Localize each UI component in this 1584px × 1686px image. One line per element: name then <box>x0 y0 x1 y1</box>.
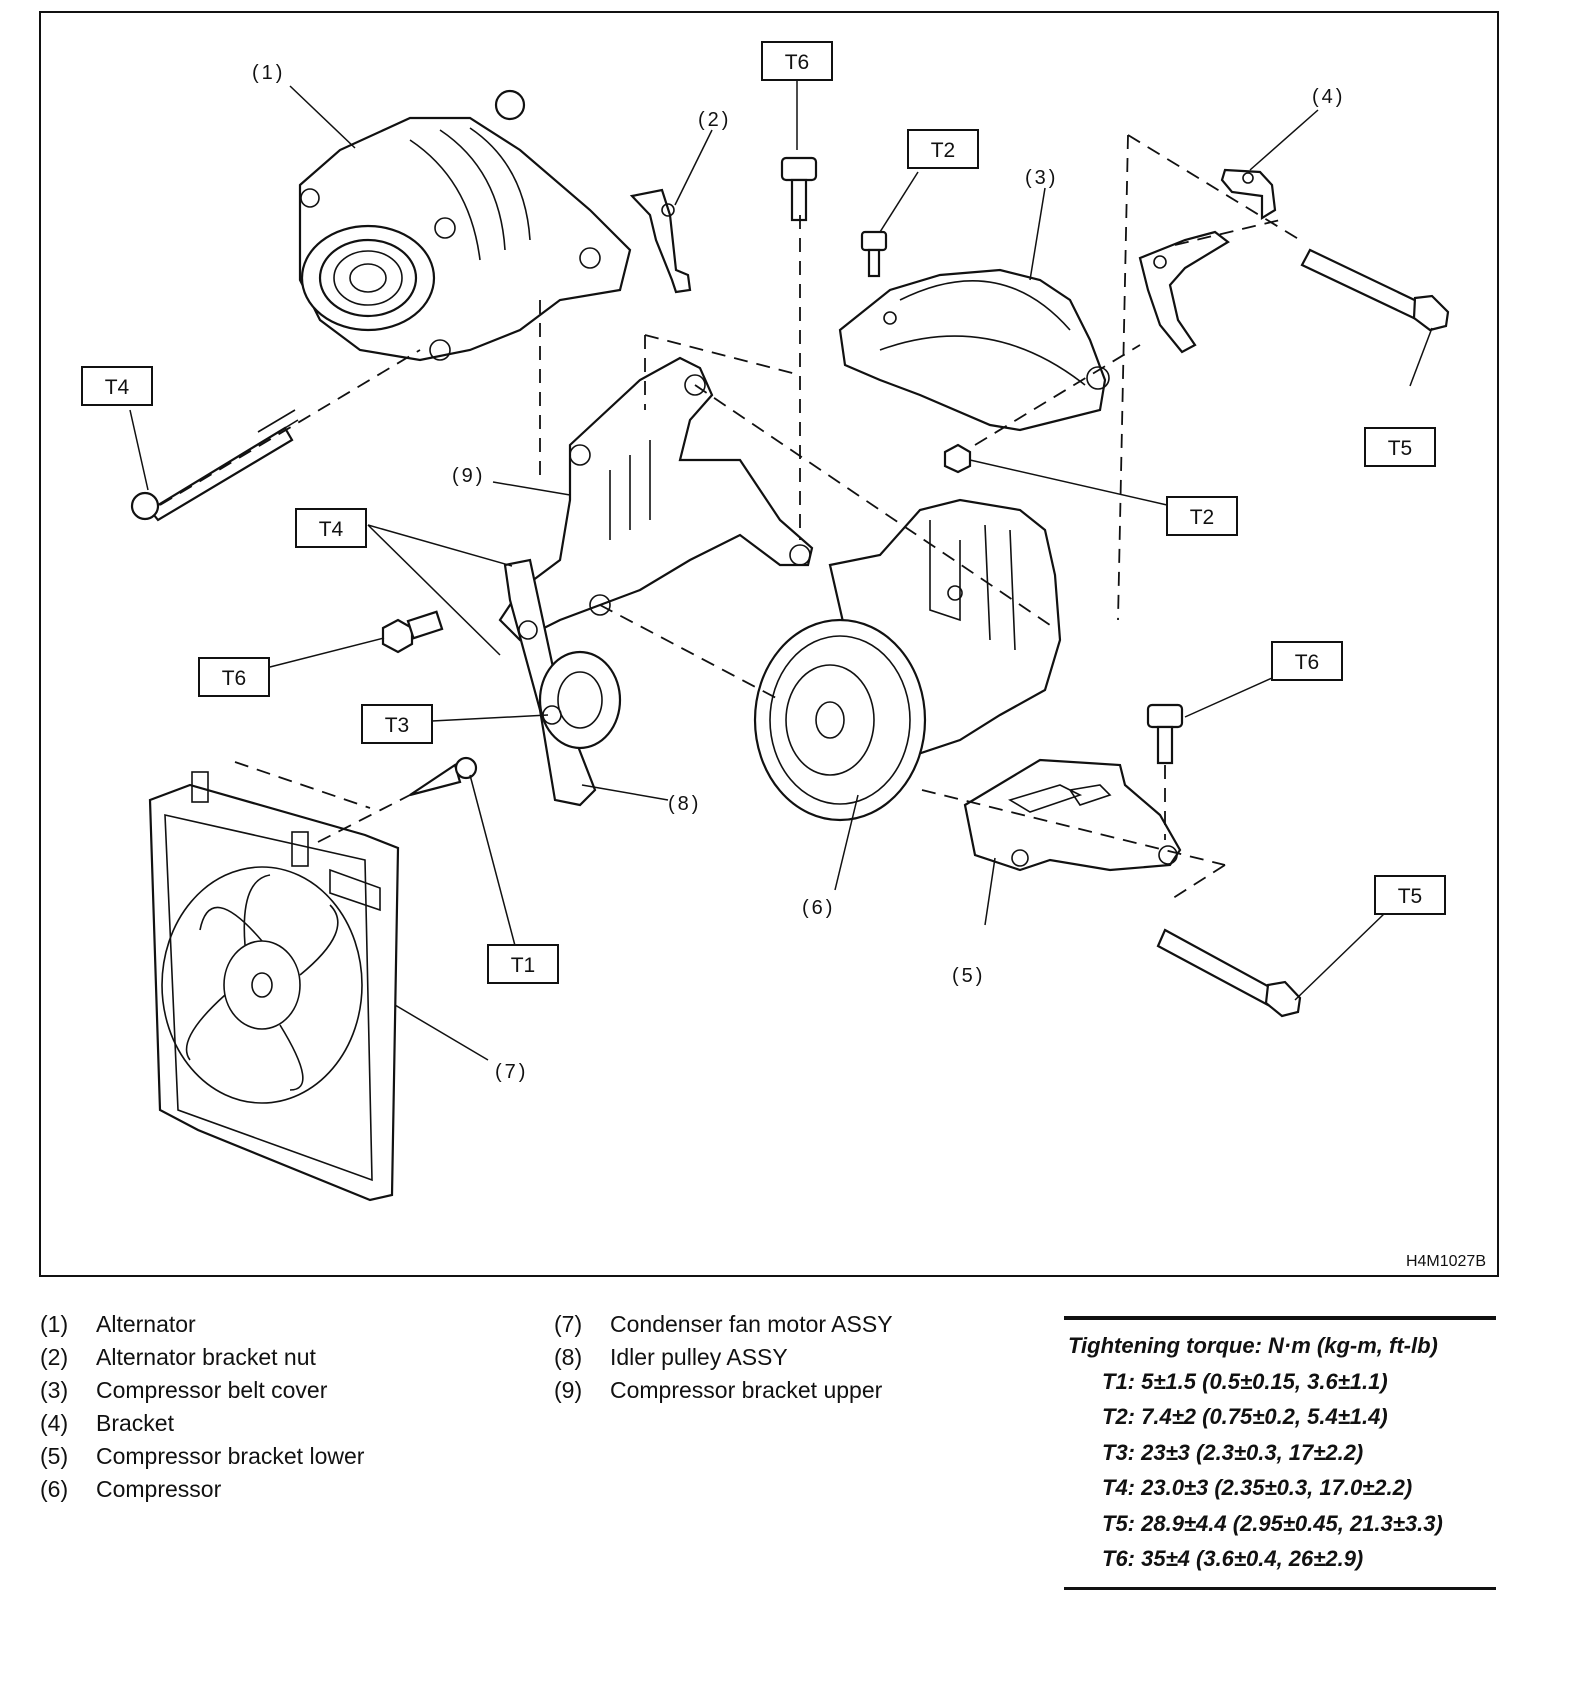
bolt-t5-top <box>1300 248 1450 332</box>
torque-row: T2: 7.4±2 (0.75±0.2, 5.4±1.4) <box>1102 1404 1388 1429</box>
idler-pulley-assy <box>503 558 622 807</box>
compressor-bracket-lower <box>963 758 1182 872</box>
callout-numbers: (1) (2) (3) (4) (5) (6) (7) (8) (9) <box>252 62 1345 1083</box>
legend-item: (9) Compressor bracket upper <box>554 1374 893 1407</box>
torque-table-title: Tightening torque: N·m (kg-m, ft-lb) <box>1068 1333 1438 1358</box>
torque-label-t4-left: T4 <box>105 376 130 399</box>
bolt-t6-right <box>1146 703 1184 765</box>
callout-2: (2) <box>698 109 731 131</box>
nut-t2-right <box>943 443 972 474</box>
callout-1: (1) <box>252 62 285 84</box>
alternator-bracket-nut <box>629 188 692 294</box>
legend-right: (7) Condenser fan motor ASSY (8) Idler pul… <box>554 1308 893 1407</box>
callout-8: (8) <box>668 793 701 815</box>
torque-label-t5-bottom: T5 <box>1398 885 1423 908</box>
exploded-diagram: (1) (2) (3) (4) (5) (6) (7) (8) (9) T4 T… <box>39 11 1499 1277</box>
legend-label: Compressor bracket lower <box>96 1443 365 1469</box>
torque-label-t6-left: T6 <box>222 667 247 690</box>
legend-label: Compressor <box>96 1476 222 1502</box>
bolt-t6-left <box>381 610 444 654</box>
bolt-t2-top <box>860 230 888 278</box>
callout-3: (3) <box>1025 167 1058 189</box>
callout-7: (7) <box>495 1061 528 1083</box>
torque-row: T5: 28.9±4.4 (2.95±0.45, 21.3±3.3) <box>1102 1510 1443 1536</box>
legend-number: (1) <box>40 1311 69 1337</box>
torque-row: T6: 35±4 (3.6±0.4, 26±2.9) <box>1102 1546 1364 1571</box>
torque-label-t2-top: T2 <box>931 139 956 162</box>
legend-item: (1) Alternator <box>40 1308 364 1341</box>
torque-label-t4-mid: T4 <box>319 518 344 541</box>
legend-item: (2) Alternator bracket nut <box>40 1341 364 1374</box>
figure-id: H4M1027B <box>1406 1253 1486 1270</box>
torque-label-t3: T3 <box>385 714 410 737</box>
alternator <box>298 89 632 362</box>
legend-label: Idler pulley ASSY <box>610 1344 788 1370</box>
bolt-t4-left <box>130 409 299 522</box>
legend-label: Alternator <box>96 1311 196 1337</box>
compressor <box>753 498 1062 822</box>
callout-6: (6) <box>802 897 835 919</box>
torque-label-t1: T1 <box>511 954 536 977</box>
legend-number: (4) <box>40 1410 69 1436</box>
legend-number: (9) <box>554 1377 583 1403</box>
legend-number: (2) <box>40 1344 69 1370</box>
torque-row: T1: 5±1.5 (0.5±0.15, 3.6±1.1) <box>1102 1368 1388 1394</box>
condenser-fan-motor-assy <box>148 771 400 1202</box>
legend-number: (8) <box>554 1344 583 1370</box>
legend-item: (5) Compressor bracket lower <box>40 1440 364 1473</box>
callout-9: (9) <box>452 465 485 487</box>
legend-number: (7) <box>554 1311 583 1337</box>
legend-item: (3) Compressor belt cover <box>40 1374 364 1407</box>
leader-lines <box>129 80 1433 1061</box>
legend-label: Compressor belt cover <box>96 1377 328 1403</box>
legend-item: (4) Bracket <box>40 1407 364 1440</box>
legend-label: Condenser fan motor ASSY <box>610 1311 893 1337</box>
bolt-t5-bottom <box>1156 928 1302 1018</box>
callout-4: (4) <box>1312 86 1345 108</box>
assembly-lines <box>159 134 1301 901</box>
bolt-t1 <box>409 756 478 797</box>
torque-row: T4: 23.0±3 (2.35±0.3, 17.0±2.2) <box>1102 1475 1413 1500</box>
torque-label-t6-right: T6 <box>1295 651 1320 674</box>
legend-label: Alternator bracket nut <box>96 1344 316 1370</box>
compressor-bracket-upper <box>498 356 814 642</box>
torque-label-t5-top: T5 <box>1388 437 1413 460</box>
legend-item: (6) Compressor <box>40 1473 364 1506</box>
torque-label-boxes: T4 T6 T2 T5 T2 T4 T6 T3 T6 T1 T5 <box>81 41 1446 984</box>
torque-table: Tightening torque: N·m (kg-m, ft-lb) T1:… <box>1064 1316 1496 1590</box>
torque-label-t6-top: T6 <box>785 51 810 74</box>
compressor-belt-cover <box>838 268 1110 432</box>
bolt-t6-top <box>780 156 818 222</box>
legend-number: (3) <box>40 1377 69 1403</box>
legend-label: Bracket <box>96 1410 174 1436</box>
bracket <box>1138 168 1277 354</box>
legend-item: (7) Condenser fan motor ASSY <box>554 1308 893 1341</box>
torque-label-t2-right: T2 <box>1190 506 1215 529</box>
torque-row: T3: 23±3 (2.3±0.3, 17±2.2) <box>1102 1439 1364 1465</box>
callout-5: (5) <box>952 965 985 987</box>
legend-number: (6) <box>40 1476 69 1502</box>
legend-item: (8) Idler pulley ASSY <box>554 1341 893 1374</box>
legend-label: Compressor bracket upper <box>610 1377 883 1403</box>
legend-left: (1)Alternator (2)Alternator bracket nut … <box>40 1308 364 1506</box>
legend-number: (5) <box>40 1443 69 1469</box>
